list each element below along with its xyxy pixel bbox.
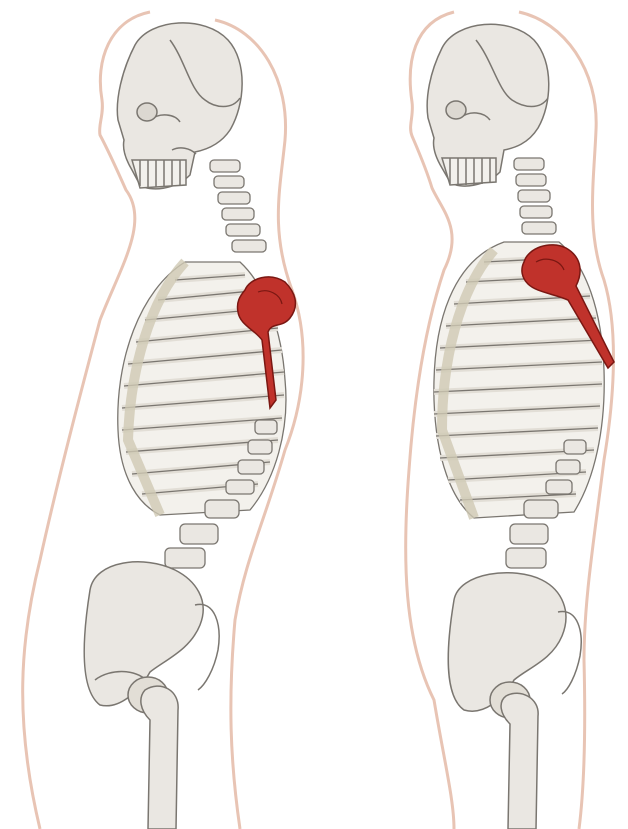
cervical-spine: [514, 158, 556, 234]
figure-upright-posture: [314, 0, 628, 829]
femur: [501, 693, 538, 829]
skeleton-illustration-right: [314, 0, 628, 829]
femur: [141, 686, 178, 829]
skeleton-illustration-left: [0, 0, 314, 829]
figure-slouched-posture: [0, 0, 314, 829]
cervical-spine: [210, 160, 266, 252]
rib-cage: [434, 242, 604, 518]
